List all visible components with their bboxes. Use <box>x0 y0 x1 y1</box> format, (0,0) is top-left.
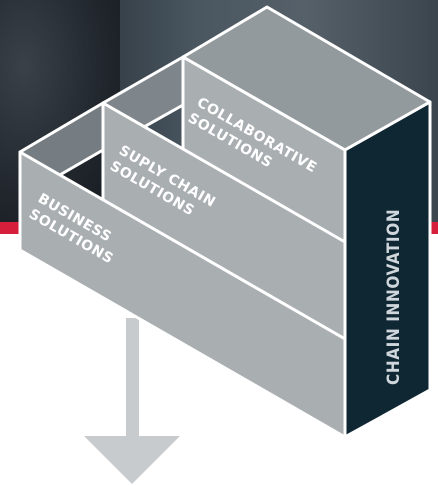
down-arrow-icon <box>84 318 180 484</box>
chain-innovation-panel <box>343 100 432 439</box>
chain-innovation-label: CHAIN INNOVATION <box>384 209 404 385</box>
